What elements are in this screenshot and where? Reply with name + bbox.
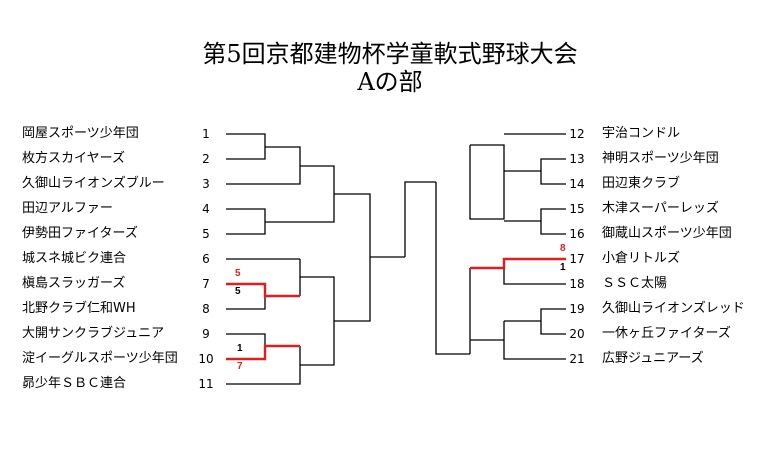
score-9: 1 — [237, 343, 243, 354]
bracket-line-r-15-16 — [540, 208, 566, 235]
right-team-16-name: 御蔵山スポーツ少年団 — [602, 226, 732, 241]
right-team-19-name: 久御山ライオンズレッド — [602, 301, 745, 316]
bracket-line-l-mid — [300, 276, 335, 366]
left-team-1-number: 1 — [202, 127, 210, 141]
right-team-20-name: 一休ヶ丘ファイターズ — [602, 326, 731, 341]
right-team-15-name: 木津スーパーレッズ — [602, 201, 719, 216]
left-team-2-name: 枚方スカイヤーズ — [22, 151, 125, 166]
right-team-15-number: 15 — [569, 202, 585, 216]
left-team-6-number: 6 — [202, 252, 210, 266]
right-team-16-number: 16 — [569, 227, 585, 241]
left-team-3-name: 久御山ライオンズブルー — [22, 176, 165, 191]
bracket-line-final-center — [404, 181, 436, 257]
right-team-20-number: 20 — [569, 327, 585, 341]
bracket-line-r-21 — [503, 321, 566, 360]
bracket-line-r-top — [469, 144, 505, 220]
left-team-8-name: 北野クラブ仁和WH — [22, 301, 136, 316]
bracket-line-l-4-5 — [226, 208, 266, 235]
right-team-12-name: 宇治コンドル — [602, 126, 681, 141]
left-team-3-number: 3 — [202, 177, 210, 191]
winner-line-7 — [226, 282, 300, 298]
right-team-13-number: 13 — [569, 152, 585, 166]
score-10: 7 — [237, 361, 243, 372]
winner-line-17 — [470, 257, 566, 270]
left-team-5-number: 5 — [202, 227, 210, 241]
left-team-9-number: 9 — [202, 327, 210, 341]
bracket-line-l-11 — [226, 346, 301, 385]
left-team-9-name: 大開サンクラブジュニア — [22, 326, 165, 341]
bracket-line-l-outer — [334, 193, 371, 322]
right-team-19-number: 19 — [569, 302, 585, 316]
right-team-18-number: 18 — [569, 277, 585, 291]
bracket-line-r-18 — [503, 264, 566, 285]
left-team-8-number: 8 — [202, 302, 210, 316]
right-team-18-name: ＳＳＣ太陽 — [602, 276, 668, 291]
right-team-21-number: 21 — [569, 352, 585, 366]
right-team-12-number: 12 — [569, 127, 585, 141]
right-team-14-name: 田辺東クラブ — [602, 176, 681, 191]
left-team-11-number: 11 — [198, 377, 214, 391]
right-team-21-name: 広野ジュニアーズ — [602, 351, 704, 366]
score-18: 1 — [560, 262, 566, 273]
score-8: 5 — [235, 286, 241, 297]
winner-line-10 — [226, 344, 300, 361]
bracket-line-l-12-3 — [265, 146, 301, 185]
right-team-13-name: 神明スポーツ少年団 — [602, 151, 719, 166]
bracket-line-r-13-14 — [540, 158, 566, 185]
left-team-5-name: 伊勢田ファイターズ — [22, 226, 138, 241]
bracket-line-l-1-2 — [226, 133, 266, 160]
right-team-14-number: 14 — [569, 177, 585, 191]
left-team-4-name: 田辺アルファー — [22, 201, 113, 216]
bracket-line-l-7-8-lower — [226, 296, 266, 310]
title-line-2: Aの部 — [357, 68, 423, 96]
left-team-4-number: 4 — [202, 202, 210, 216]
bracket-line-l-9 — [226, 333, 266, 346]
left-team-10-number: 10 — [198, 352, 214, 366]
left-team-2-number: 2 — [202, 152, 210, 166]
left-team-6-name: 城スネ城ビク連合 — [22, 251, 127, 266]
bracket-line-r-19-20 — [540, 308, 566, 335]
left-team-10-name: 淀イーグルスポーツ少年団 — [22, 351, 178, 366]
bracket-line-r-outer — [435, 182, 470, 355]
tournament-title: 第5回京都建物杯学童軟式野球大会 Aの部 — [0, 40, 780, 96]
score-7: 5 — [235, 268, 241, 279]
left-team-7-name: 槇島スラッガーズ — [22, 276, 126, 291]
left-team-1-name: 岡屋スポーツ少年団 — [22, 126, 139, 141]
left-team-11-name: 昴少年ＳＢＣ連合 — [22, 376, 127, 391]
score-17: 8 — [560, 243, 566, 254]
title-line-1: 第5回京都建物杯学童軟式野球大会 — [202, 40, 578, 68]
right-team-17-name: 小倉リトルズ — [602, 251, 681, 266]
right-team-17-number: 17 — [569, 252, 585, 266]
left-team-7-number: 7 — [202, 277, 210, 291]
